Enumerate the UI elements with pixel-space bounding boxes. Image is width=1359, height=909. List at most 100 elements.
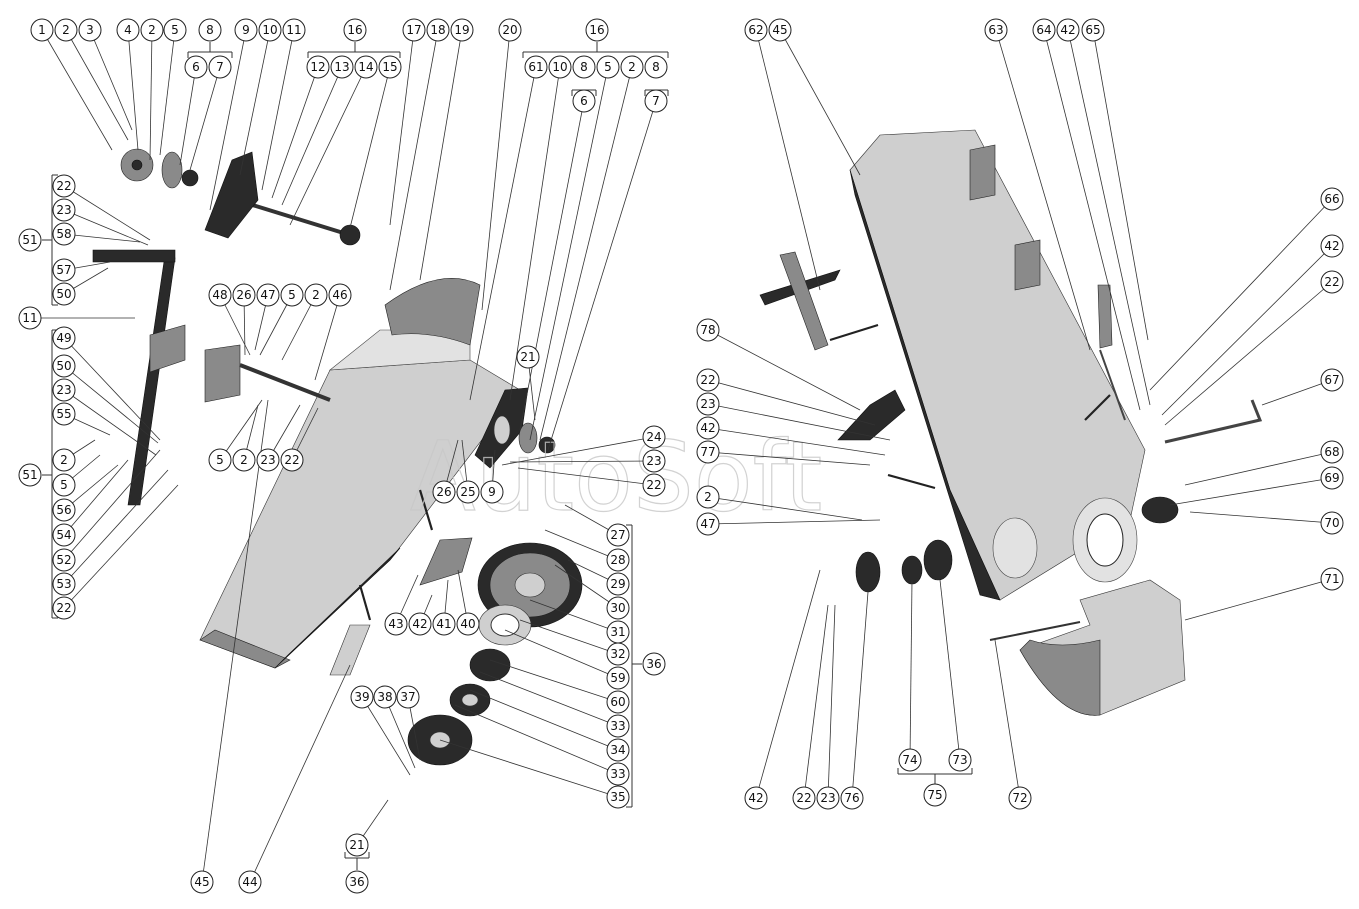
right-arrow-2 — [887, 473, 936, 490]
bearing-left — [181, 169, 199, 187]
callout-22: 22 — [52, 596, 76, 620]
leader-line-9 — [209, 29, 247, 211]
callout-circle — [256, 283, 280, 307]
ring-spacer-hole — [490, 613, 520, 637]
leader-line-22 — [707, 379, 876, 426]
assembly-arrow-2 — [418, 489, 434, 531]
housing-tab-mid — [1014, 239, 1041, 291]
callout-circle — [696, 512, 720, 536]
callout-2: 2 — [232, 448, 256, 472]
callout-circle — [1320, 567, 1344, 591]
leader-line-45 — [779, 29, 861, 176]
leader-line-39 — [361, 696, 411, 776]
callout-5: 5 — [596, 55, 620, 79]
callout-number: 9 — [488, 485, 496, 499]
callout-70: 70 — [1320, 511, 1344, 535]
leader-line-18 — [389, 29, 439, 291]
callout-number: 8 — [580, 60, 588, 74]
callout-circle — [306, 55, 330, 79]
callout-10: 10 — [548, 55, 572, 79]
callout-circle — [52, 174, 76, 198]
callout-circle — [163, 18, 187, 42]
callout-circle — [768, 18, 792, 42]
callout-circle — [606, 714, 630, 738]
leader-line-63 — [995, 29, 1091, 351]
callout-circle — [606, 572, 630, 596]
callout-number: 22 — [56, 179, 71, 193]
callout-number: 5 — [171, 23, 179, 37]
callout-36: 36 — [642, 652, 666, 676]
leader-line-2 — [149, 29, 153, 161]
callout-number: 50 — [56, 287, 71, 301]
callout-circle — [642, 473, 666, 497]
callout-number: 5 — [604, 60, 612, 74]
callout-60: 60 — [606, 690, 630, 714]
callout-59: 59 — [606, 666, 630, 690]
callout-42: 42 — [744, 786, 768, 810]
leader-line-70 — [1189, 511, 1333, 524]
callout-number: 25 — [460, 485, 475, 499]
callout-circle — [408, 612, 432, 636]
callout-number: 21 — [349, 838, 364, 852]
leader-line-11 — [261, 29, 295, 191]
leader-line-31 — [529, 599, 619, 633]
callout-number: 22 — [1324, 275, 1339, 289]
callout-circle — [948, 748, 972, 772]
callout-17: 17 — [402, 18, 426, 42]
callout-63: 63 — [984, 18, 1008, 42]
callout-51: 51 — [18, 463, 42, 487]
leader-line-33 — [479, 671, 619, 727]
callout-number: 58 — [56, 227, 71, 241]
callout-number: 2 — [628, 60, 636, 74]
callout-number: 32 — [610, 647, 625, 661]
callout-circle — [282, 18, 306, 42]
callout-number: 42 — [748, 791, 763, 805]
leader-line-2 — [539, 66, 633, 441]
leader-line-2 — [65, 29, 129, 141]
callout-number: 22 — [284, 453, 299, 467]
leader-line-60 — [489, 659, 619, 703]
flange-right — [518, 422, 538, 454]
callout-26: 26 — [432, 480, 456, 504]
callout-circle — [52, 354, 76, 378]
group-bracket — [42, 329, 58, 619]
callout-57: 57 — [52, 258, 76, 282]
callout-circle — [432, 480, 456, 504]
leader-line-76 — [851, 591, 869, 799]
callout-8: 8 — [572, 55, 596, 79]
callout-circle — [606, 642, 630, 666]
callout-number: 55 — [56, 407, 71, 421]
mount-plate — [204, 344, 241, 403]
leader-line-65 — [1092, 29, 1149, 341]
leader-line-23 — [63, 389, 157, 456]
callout-10: 10 — [258, 18, 282, 42]
callout-number: 9 — [242, 23, 250, 37]
callout-42: 42 — [408, 612, 432, 636]
callout-78: 78 — [696, 318, 720, 342]
callout-circle — [456, 612, 480, 636]
callout-circle — [1032, 18, 1056, 42]
callout-circle — [208, 283, 232, 307]
callout-34: 34 — [606, 738, 630, 762]
callout-74: 74 — [898, 748, 922, 772]
callout-73: 73 — [948, 748, 972, 772]
callout-number: 62 — [748, 23, 763, 37]
callout-1: 1 — [30, 18, 54, 42]
leader-line-42 — [707, 427, 886, 456]
callout-55: 55 — [52, 402, 76, 426]
group-bracket — [307, 42, 401, 58]
leader-line-74 — [909, 579, 913, 761]
callout-circle — [52, 448, 76, 472]
callout-circle — [52, 596, 76, 620]
leader-line-44 — [249, 664, 351, 883]
leader-line-19 — [419, 29, 463, 281]
leader-line-14 — [289, 66, 367, 226]
leader-line-58 — [63, 233, 141, 243]
callout-22: 22 — [792, 786, 816, 810]
callout-circle — [642, 449, 666, 473]
callout-circle — [606, 690, 630, 714]
leader-line-34 — [469, 689, 619, 751]
callout-circle — [606, 785, 630, 809]
callout-circle — [450, 18, 474, 42]
callout-number: 1 — [38, 23, 46, 37]
